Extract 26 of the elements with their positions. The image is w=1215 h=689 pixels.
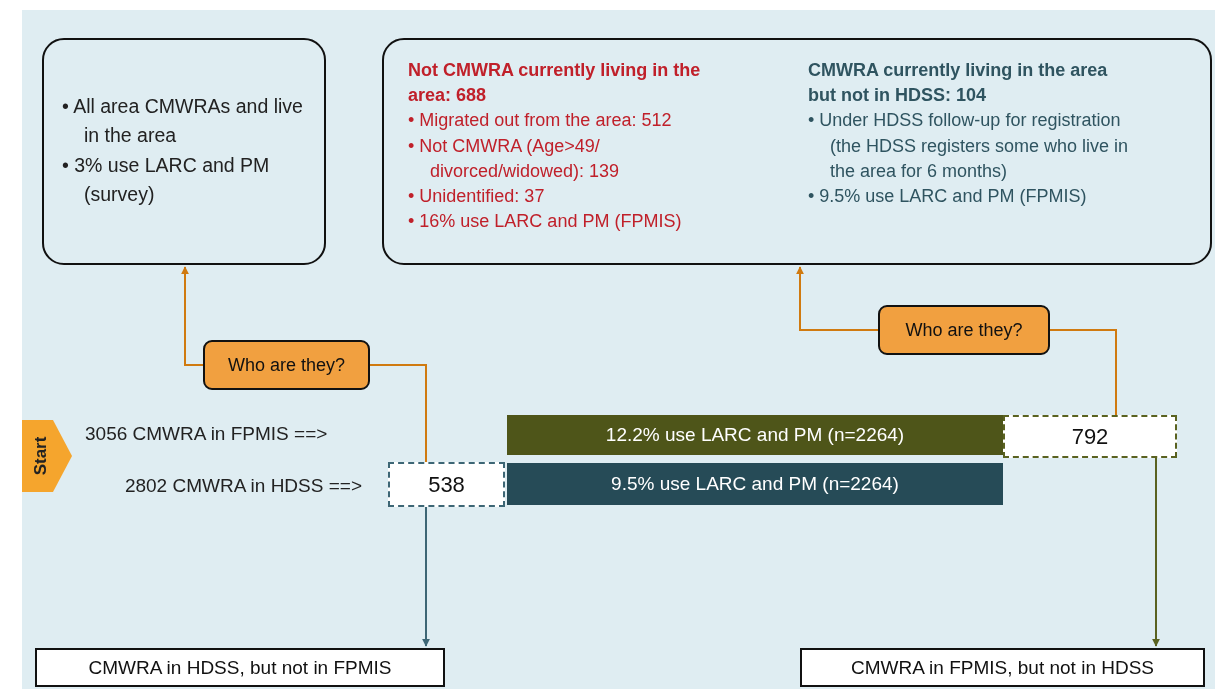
count-box: 792 [1003,415,1177,458]
connector-arrow [1152,457,1160,647]
group-heading: CMWRA currently living in the area but not in HDSS: 104 [808,59,1109,108]
percentage-bar: 12.2% use LARC and PM (n=2264) [507,415,1003,455]
connector-arrow [422,506,430,647]
connector-arrow [796,266,879,331]
connector-arrow [181,266,204,366]
summary-box [42,38,326,265]
question-box: Who are they? [203,340,370,390]
outcome-box: CMWRA in FPMIS, but not in HDSS [800,648,1205,687]
bullet-text: • 3% use LARC and PM (survey) [62,152,271,207]
count-label: 2802 CMWRA in HDSS ==> [124,475,362,497]
group-heading: Not CMWRA currently living in the area: 688 [408,59,702,108]
bullet-text: • Unidentified: 37 [408,184,546,208]
count-label: 3056 CMWRA in FPMIS ==> [85,423,328,445]
question-box: Who are they? [878,305,1050,355]
bullet-text: • Not CMWRA (Age>49/ divorced/widowed): 139 [408,134,621,183]
summary-box [382,38,1212,265]
outcome-box: CMWRA in HDSS, but not in FPMIS [35,648,445,687]
bullet-text: • Migrated out from the area: 512 [408,109,673,133]
bullet-text: • Under HDSS follow-up for registration (the HDSS registers some who live in the area for 6 months) [808,109,1130,183]
bullet-text: • 16% use LARC and PM (FPMIS) [408,210,683,234]
percentage-bar: 9.5% use LARC and PM (n=2264) [507,463,1003,505]
count-box: 538 [388,462,505,507]
bullet-text: • All area CMWRAs and live in the area [62,94,304,149]
bullet-text: • 9.5% use LARC and PM (FPMIS) [808,184,1088,208]
